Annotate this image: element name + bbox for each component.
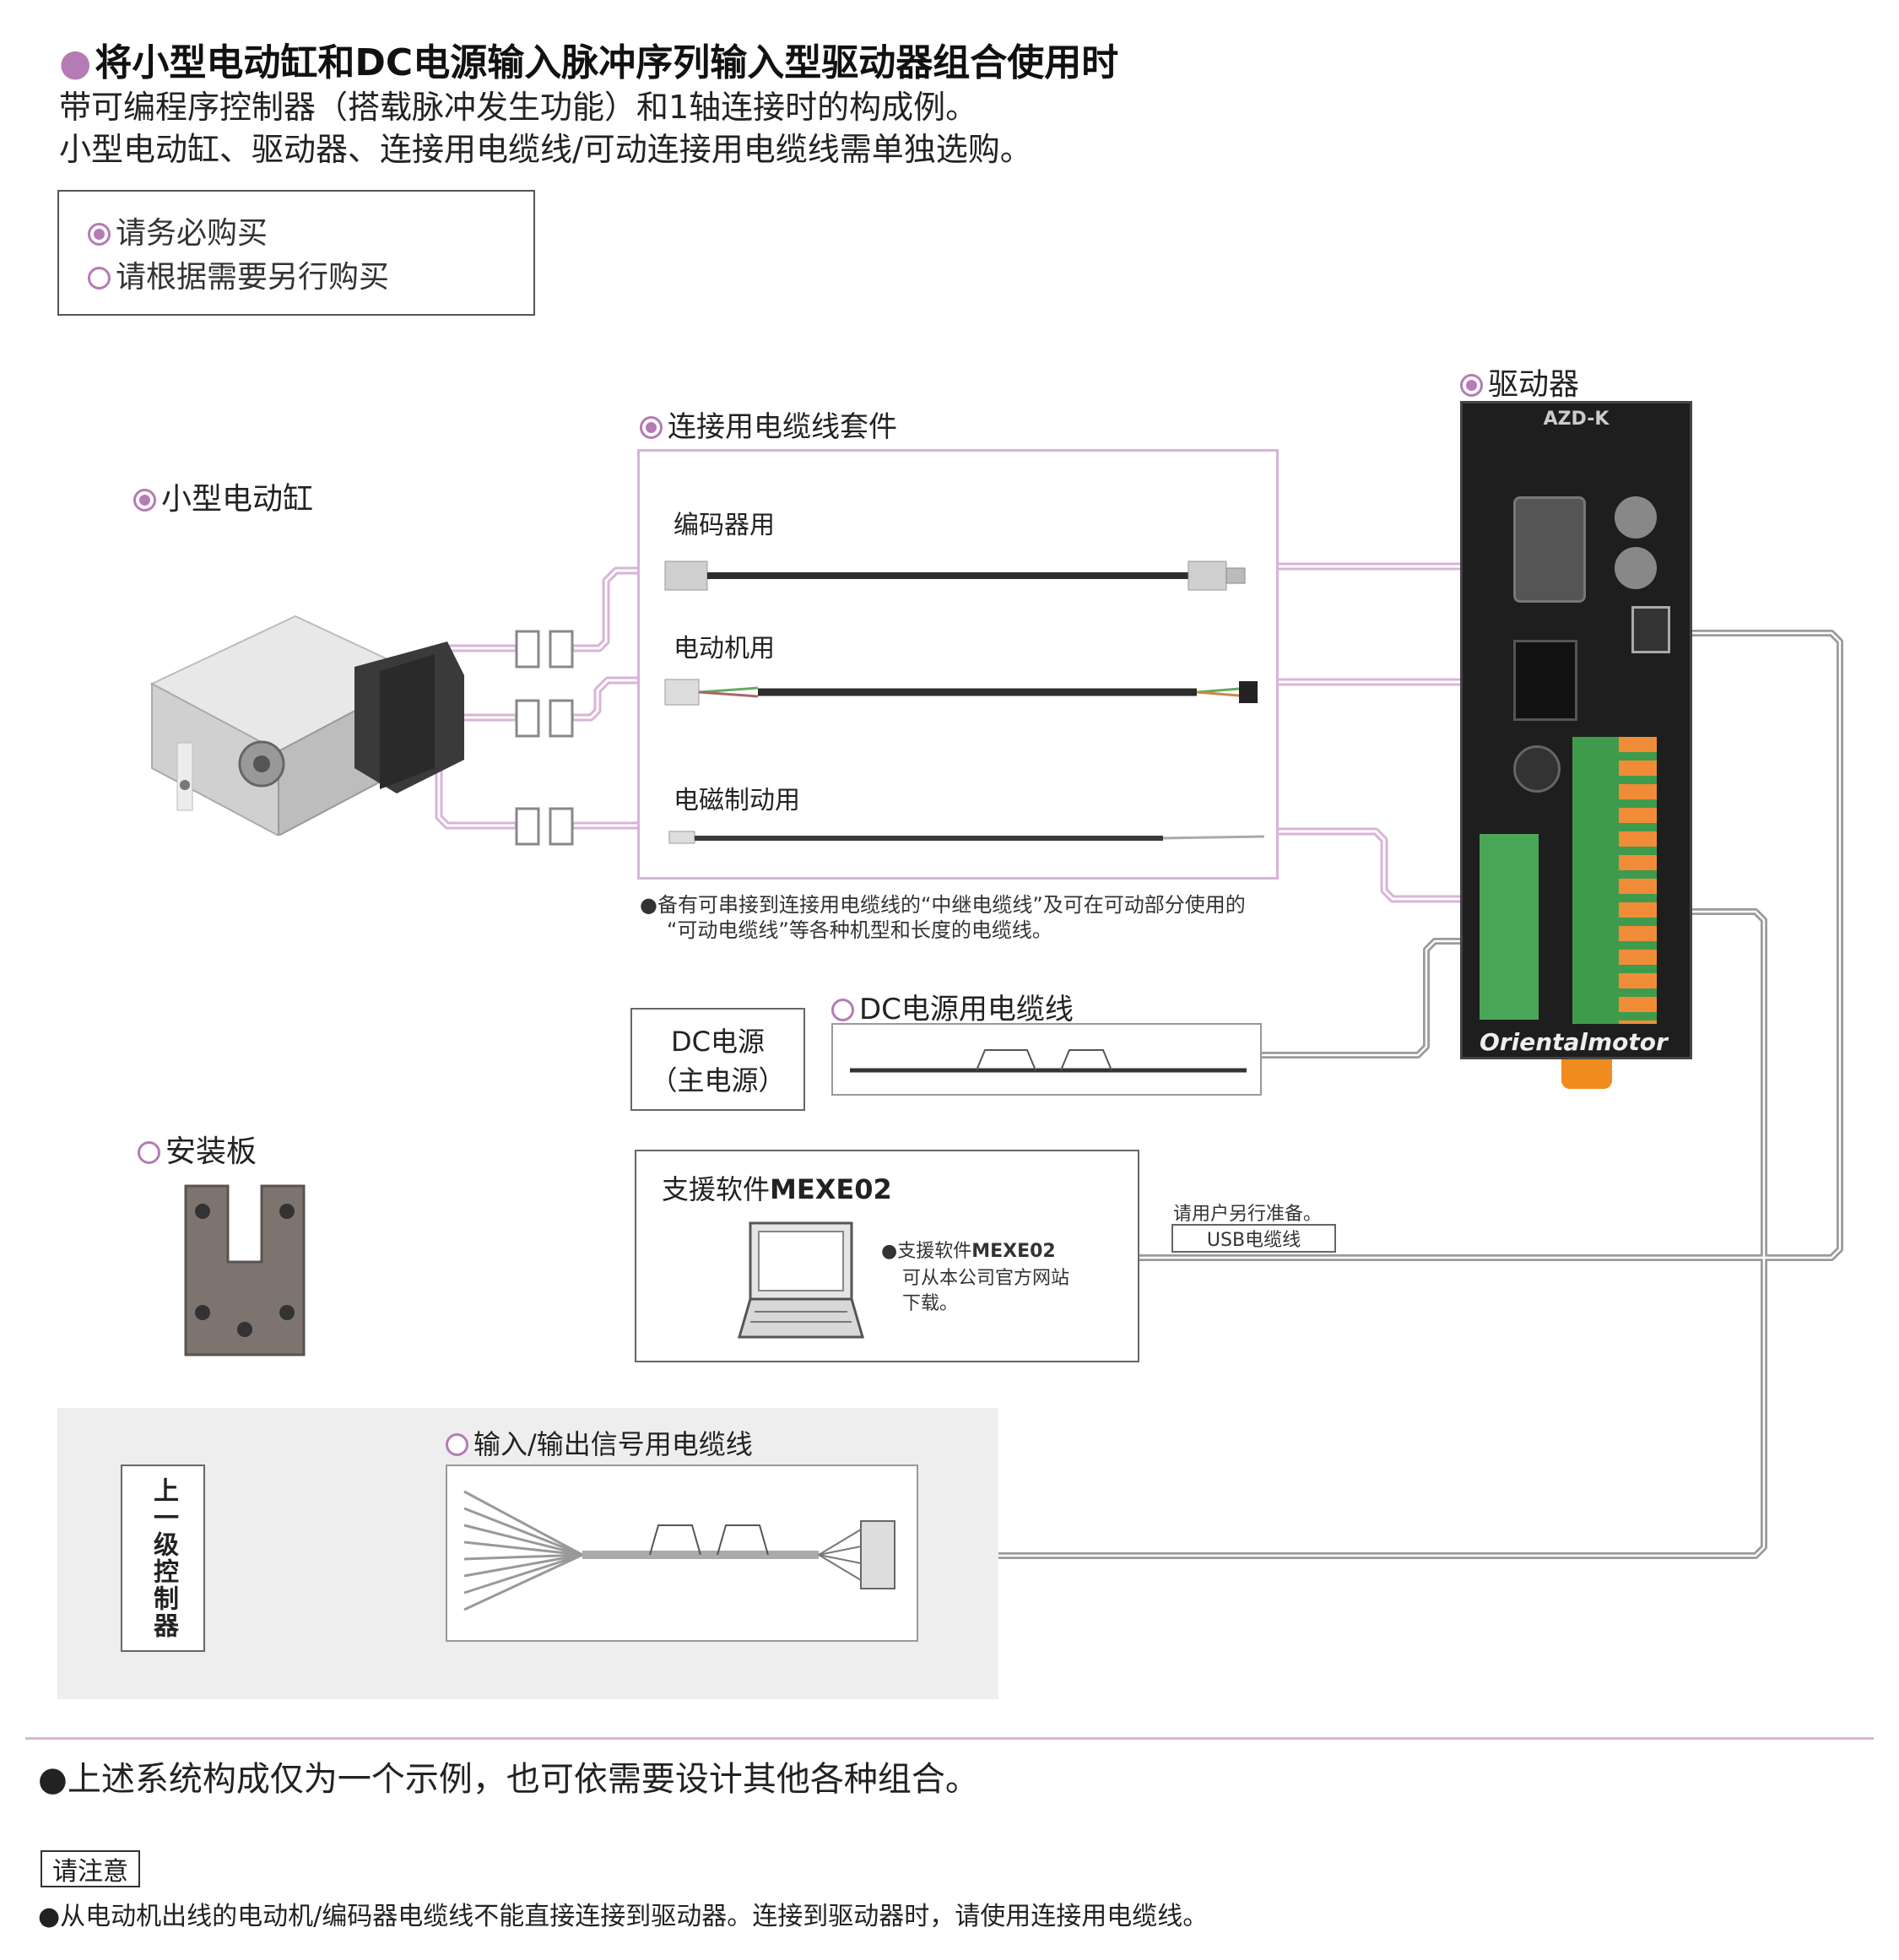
usb-cable-label: USB电缆线: [1171, 1224, 1336, 1253]
caution-label: 请注意: [41, 1850, 140, 1887]
bullet-icon: ●: [59, 41, 92, 84]
fil-dial: [1615, 547, 1657, 589]
actuator-image: [149, 615, 464, 836]
io-cable-image: [463, 1490, 895, 1611]
current-dial: [1615, 496, 1657, 539]
footer-divider: [25, 1737, 1874, 1740]
kit-note-1: ●备有可串接到连接用电缆线的“中继电缆线”及可在可动部分使用的: [640, 893, 1246, 917]
dc-power-label-2: （主电源）: [650, 1064, 786, 1096]
encoder-cable-label: 编码器用: [674, 511, 775, 540]
encoder-port: [1513, 496, 1586, 603]
mount-plate-image: [184, 1184, 306, 1356]
page-title: ●将小型电动缸和DC电源输入脉冲序列输入型驱动器组合使用时: [59, 41, 1119, 84]
required-mark-icon: [1460, 374, 1483, 397]
dc-power-label-1: DC电源: [671, 1026, 765, 1058]
power-terminal: [1480, 834, 1539, 1020]
dc-cable-label: DC电源用电缆线: [831, 986, 1074, 1027]
driver-brand: Orientalmotor: [1480, 1028, 1668, 1056]
dc-cable-box: [831, 1023, 1262, 1096]
software-title: 支援软件MEXE02: [662, 1173, 892, 1205]
footer-note: ●上述系统构成仅为一个示例，也可依需要设计其他各种组合。: [38, 1760, 979, 1799]
kit-cables-image: [664, 560, 1264, 844]
motor-port: [1513, 640, 1577, 721]
motor-cable-label: 电动机用: [674, 634, 775, 663]
software-box: 支援软件MEXE02 ●支援软件MEXE02 可从本公司官方网站 下载。: [635, 1150, 1139, 1362]
mount-plate-label: 安装板: [138, 1127, 257, 1171]
software-note-2: 可从本公司官方网站: [902, 1268, 1070, 1289]
software-note-3: 下载。: [902, 1293, 959, 1314]
laptop-icon: [738, 1221, 864, 1339]
home-preset-button: [1513, 745, 1561, 793]
required-mark-icon: [88, 223, 111, 246]
required-mark-icon: [133, 489, 156, 512]
intro-line-1: 带可编程序控制器（搭载脉冲发生功能）和1轴连接时的构成例。: [59, 89, 978, 126]
brake-cable-label: 电磁制动用: [674, 786, 800, 815]
optional-mark-icon: [88, 267, 111, 290]
optional-mark-icon: [138, 1141, 160, 1164]
usb-note: 请用户另行准备。: [1173, 1204, 1323, 1225]
io-terminal: [1572, 737, 1657, 1024]
dc-power-box: DC电源 （主电源）: [630, 1008, 805, 1111]
io-cable-box: [446, 1465, 918, 1642]
legend-required: 请务必购买: [88, 208, 268, 252]
intro-line-2: 小型电动缸、驱动器、连接用电缆线/可动连接用电缆线需单独选购。: [59, 131, 1032, 168]
io-cable-label: 输入/输出信号用电缆线: [446, 1423, 753, 1462]
usb-port: [1631, 606, 1670, 653]
software-note-1: ●支援软件MEXE02: [881, 1241, 1056, 1262]
dc-cable-image: [850, 1049, 1247, 1073]
cable-kit-label: 连接用电缆线套件: [640, 403, 897, 445]
host-controller-label: 上一级控制器: [149, 1477, 178, 1639]
driver-image: AZD-K Orientalmotor: [1460, 401, 1692, 1059]
optional-mark-icon: [831, 999, 854, 1021]
host-panel: 上一级控制器 输入/输出信号用电缆线: [57, 1408, 998, 1699]
legend-box: 请务必购买 请根据需要另行购买: [57, 190, 535, 316]
required-mark-icon: [640, 416, 663, 439]
driver-model: AZD-K: [1543, 409, 1610, 430]
driver-label: 驱动器: [1460, 360, 1579, 403]
driver-din-clip: [1561, 1059, 1612, 1089]
optional-mark-icon: [446, 1433, 468, 1456]
kit-note-2: “可动电缆线”等各种机型和长度的电缆线。: [667, 918, 1052, 942]
actuator-label: 小型电动缸: [133, 474, 313, 518]
caution-text: ●从电动机出线的电动机/编码器电缆线不能直接连接到驱动器。连接到驱动器时，请使用…: [38, 1902, 1209, 1931]
cable-kit-box: 编码器用 电动机用 电磁制动用: [637, 449, 1279, 880]
host-controller-box: 上一级控制器: [121, 1465, 205, 1652]
legend-optional: 请根据需要另行购买: [88, 252, 389, 296]
